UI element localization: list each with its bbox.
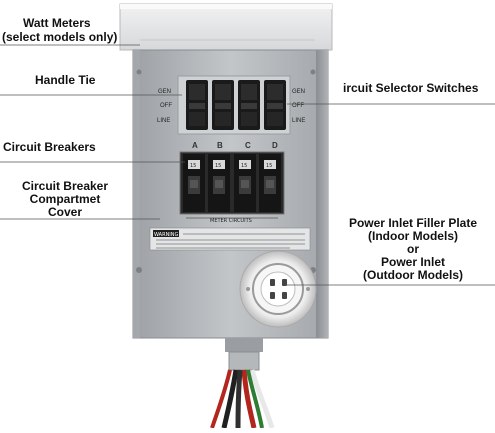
breaker-rating-a: 15 [190,163,196,169]
callout-breaker-cover: Circuit Breaker Compartmet Cover [2,180,128,219]
switch-label-off-left: OFF [160,103,172,109]
enclosure-lid [119,3,333,51]
callout-power-inlet-line-3: or [407,242,419,256]
power-inlet [239,250,317,328]
warning-label-title: WARNING [154,232,179,238]
callout-watt-meters-line-2: (select models only) [2,30,118,44]
callout-power-inlet-line-1: Power Inlet Filler Plate [348,216,478,230]
selector-switch-a[interactable] [186,80,208,130]
switch-label-off-right: OFF [292,103,304,109]
breaker-rating-b: 15 [215,163,221,169]
callout-circuit-breakers: Circuit Breakers [3,140,96,154]
callout-power-inlet-line-5: (Outdoor Models) [363,268,463,282]
callout-watt-meters-line-1: Watt Meters [23,16,91,30]
callout-breaker-cover-line-1: Circuit Breaker [21,179,109,193]
callout-breaker-cover-line-3: Cover [47,205,82,219]
circuit-letter-d: D [272,141,278,150]
breaker-rating-d: 15 [266,163,272,169]
circuit-letter-b: B [217,141,223,150]
callout-watt-meters: Watt Meters [23,17,91,30]
selector-switch-c[interactable] [238,80,260,130]
circuit-letter-c: C [245,141,251,150]
switch-label-gen-right: GEN [292,89,305,95]
callout-power-inlet: Power Inlet Filler Plate (Indoor Models)… [333,217,493,282]
callout-watt-meters-sub: (select models only) [2,31,117,44]
circuit-breaker-b[interactable] [208,154,230,212]
warning-label [149,227,311,251]
circuit-letter-a: A [192,141,198,150]
callout-handle-tie: Handle Tie [35,73,96,87]
meter-circuits-label: METER CIRCUITS [210,218,252,224]
switch-label-line-left: LINE [157,118,170,124]
switch-label-line-right: LINE [292,118,305,124]
conduit-and-wires [210,338,275,429]
callout-power-inlet-line-2: (Indoor Models) [368,229,458,243]
callout-breaker-cover-line-2: Compartmet [29,192,101,206]
switch-label-gen-left: GEN [158,89,171,95]
breaker-rating-c: 15 [241,163,247,169]
callout-selector-switches: ircuit Selector Switches [343,81,479,95]
selector-switch-b[interactable] [212,80,234,130]
callout-power-inlet-line-4: Power Inlet [380,255,445,269]
circuit-breaker-c[interactable] [234,154,256,212]
circuit-breaker-d[interactable] [259,154,281,212]
selector-switch-d[interactable] [264,80,286,130]
circuit-breaker-a[interactable] [183,154,205,212]
